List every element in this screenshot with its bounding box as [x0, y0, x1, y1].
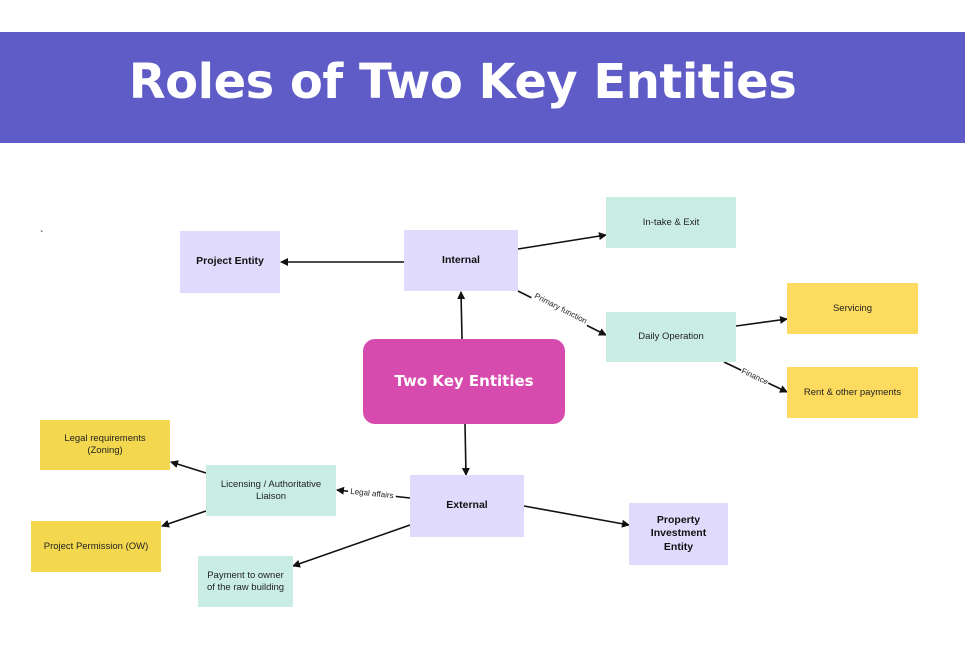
- edge-licensing-legal: [170, 460, 207, 474]
- node-licensing-liaison[interactable]: Licensing / Authoritative Liaison: [206, 465, 336, 516]
- node-two-key-entities[interactable]: Two Key Entities: [363, 339, 565, 424]
- edge-internal-intake: [517, 232, 607, 250]
- node-daily-operation[interactable]: Daily Operation: [606, 312, 736, 362]
- edge-external-payment: [292, 524, 411, 568]
- edge-label-finance: Finance: [740, 366, 770, 386]
- edge-center-internal: [457, 291, 466, 340]
- edge-licensing-permission: [161, 510, 207, 528]
- node-intake-exit[interactable]: In-take & Exit: [606, 197, 736, 248]
- node-internal[interactable]: Internal: [404, 230, 518, 291]
- node-servicing[interactable]: Servicing: [787, 283, 918, 334]
- edge-center-external: [461, 423, 470, 476]
- edge-daily-servicing: [735, 315, 788, 327]
- node-payment-owner[interactable]: Payment to owner of the raw building: [198, 556, 293, 607]
- edge-external-property: [523, 505, 630, 528]
- node-property-investment-entity[interactable]: Property Investment Entity: [629, 503, 728, 565]
- stray-mark: `: [40, 230, 44, 241]
- node-legal-requirements[interactable]: Legal requirements (Zoning): [40, 420, 170, 470]
- node-rent-payments[interactable]: Rent & other payments: [787, 367, 918, 418]
- title-banner: Roles of Two Key Entities: [0, 32, 965, 143]
- edge-label-primary-function: Primary function: [533, 291, 589, 325]
- node-external[interactable]: External: [410, 475, 524, 537]
- node-project-permission[interactable]: Project Permission (OW): [31, 521, 161, 572]
- node-project-entity[interactable]: Project Entity: [180, 231, 280, 293]
- page-title: Roles of Two Key Entities: [128, 54, 797, 110]
